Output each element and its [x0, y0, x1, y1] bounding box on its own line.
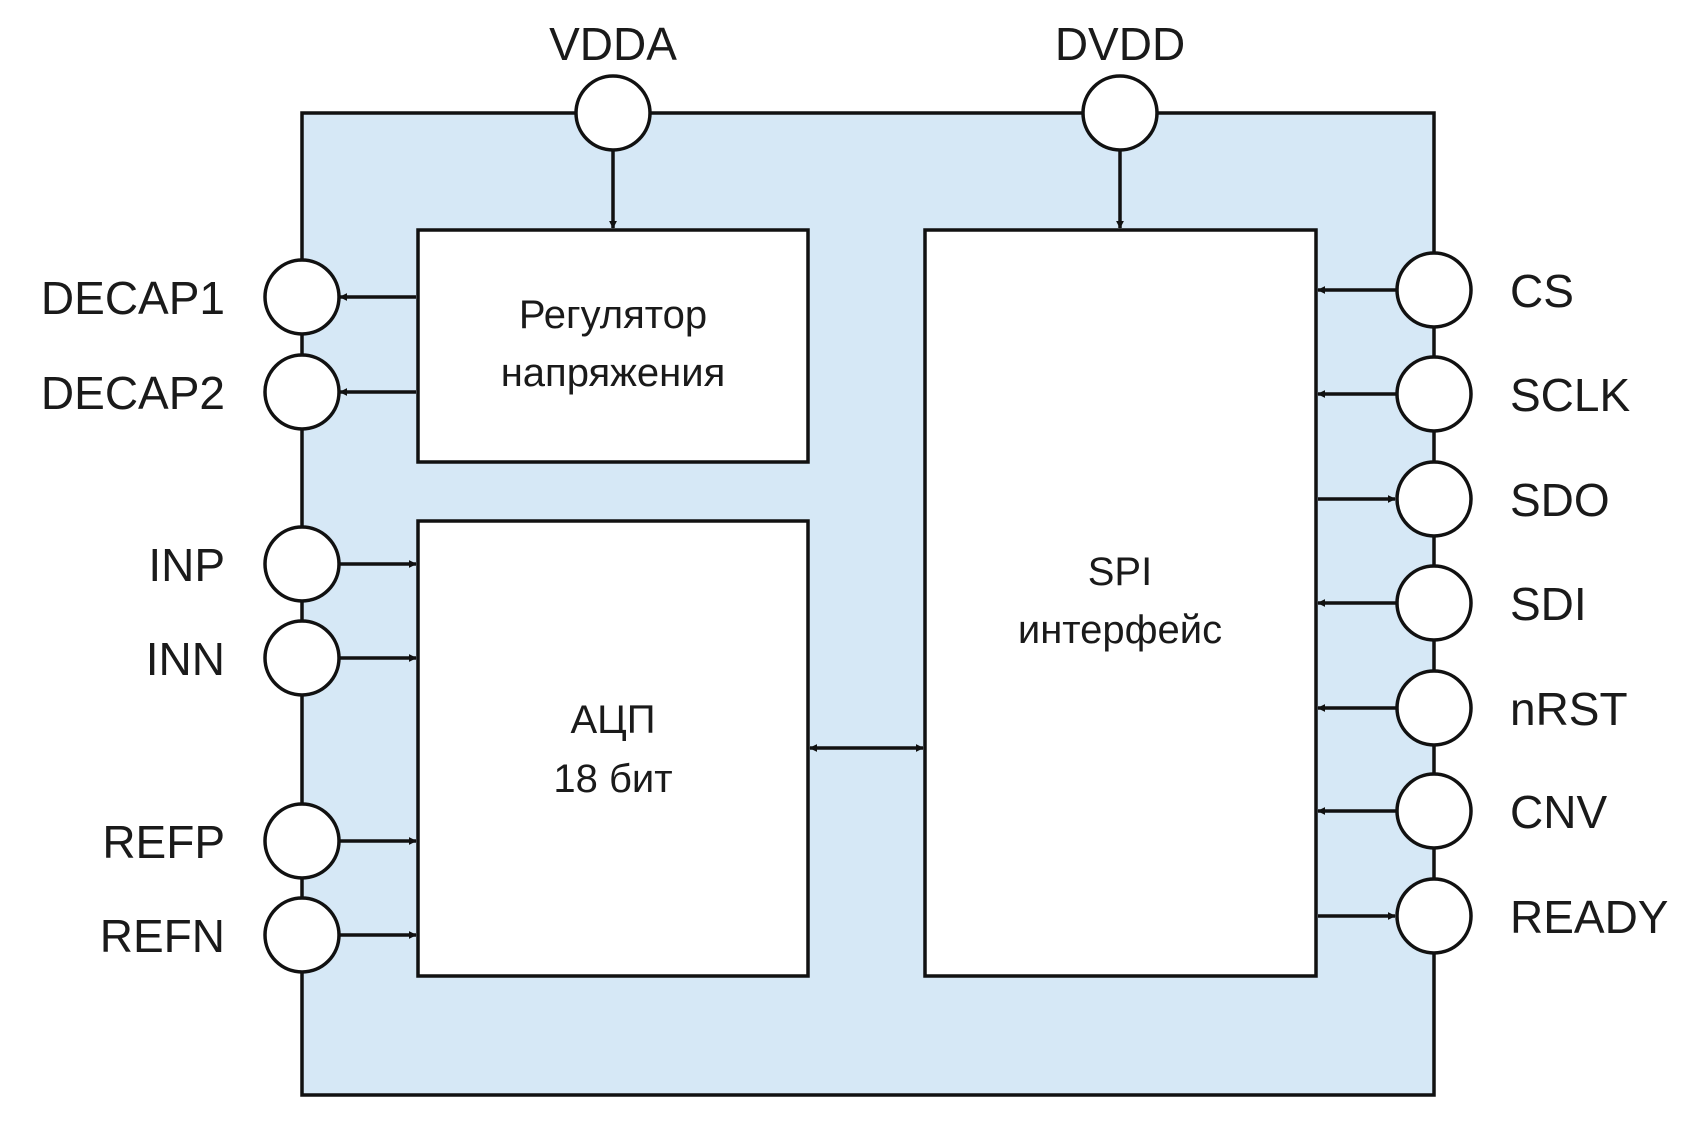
spi-label-line1: SPI: [1088, 550, 1152, 594]
refp-label: REFP: [102, 816, 225, 868]
adc-label-line2: 18 бит: [553, 757, 672, 801]
voltage-regulator-label-line1: Регулятор: [519, 293, 707, 337]
dvdd-label: DVDD: [1055, 18, 1185, 70]
adc-label-line1: АЦП: [570, 698, 655, 742]
decap1-label: DECAP1: [41, 272, 225, 324]
cnv-label: CNV: [1510, 786, 1607, 838]
refp-pin: [263, 802, 341, 880]
inp-label: INP: [148, 539, 225, 591]
sdo-pin: [1395, 460, 1473, 538]
sdo-label: SDO: [1510, 474, 1610, 526]
ready-label: READY: [1510, 891, 1668, 943]
cnv-pin: [1395, 772, 1473, 850]
decap2-label: DECAP2: [41, 367, 225, 419]
decap2-pin: [263, 353, 341, 431]
spi-interface-block: [923, 228, 1318, 978]
cs-label: CS: [1510, 265, 1574, 317]
vdda-pin: [574, 74, 652, 152]
sclk-pin: [1395, 355, 1473, 433]
voltage-regulator-label-line2: напряжения: [501, 351, 726, 395]
inn-label: INN: [146, 633, 225, 685]
inn-pin: [263, 619, 341, 697]
vdda-label: VDDA: [549, 18, 677, 70]
spi-label-line2: интерфейс: [1018, 608, 1222, 652]
sclk-label: SCLK: [1510, 369, 1630, 421]
voltage-regulator-block: [416, 228, 810, 464]
decap1-pin: [263, 258, 341, 336]
refn-pin: [263, 896, 341, 974]
cs-pin: [1395, 251, 1473, 329]
sdi-label: SDI: [1510, 578, 1587, 630]
adc-block: [416, 519, 810, 978]
ready-pin: [1395, 877, 1473, 955]
nrst-label: nRST: [1510, 683, 1628, 735]
inp-pin: [263, 525, 341, 603]
nrst-pin: [1395, 669, 1473, 747]
refn-label: REFN: [100, 910, 225, 962]
dvdd-pin: [1081, 74, 1159, 152]
sdi-pin: [1395, 564, 1473, 642]
